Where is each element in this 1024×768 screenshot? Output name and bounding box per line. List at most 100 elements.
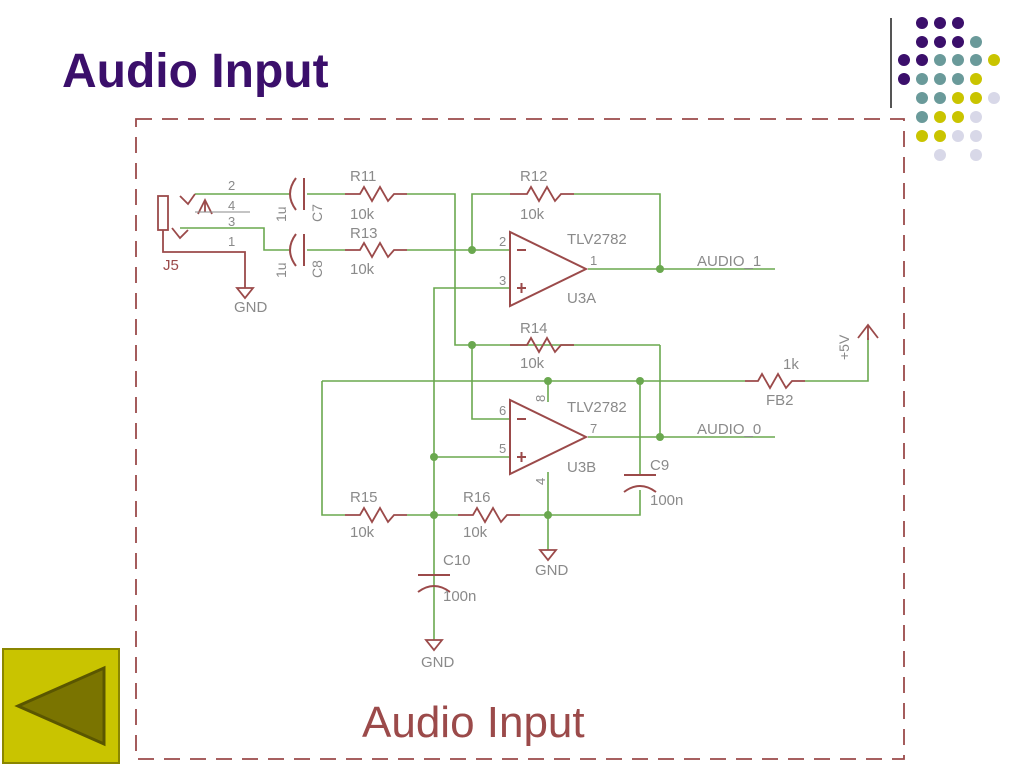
r11-value: 10k bbox=[350, 206, 375, 223]
dot bbox=[952, 73, 964, 85]
connector-j5 bbox=[157, 193, 246, 288]
dot bbox=[934, 73, 946, 85]
opamp-u3a bbox=[509, 230, 589, 308]
c8-ref: C8 bbox=[309, 260, 325, 278]
u3b-pin-out: 7 bbox=[590, 421, 597, 436]
ground-symbols bbox=[235, 287, 558, 652]
c7-ref: C7 bbox=[309, 204, 325, 222]
supply-arrow-icon bbox=[857, 323, 879, 340]
dot bbox=[934, 92, 946, 104]
c7-value: 1u bbox=[273, 206, 289, 222]
r16-value: 10k bbox=[463, 524, 488, 541]
dot bbox=[952, 130, 964, 142]
dot bbox=[970, 130, 982, 142]
fb2-value: 1k bbox=[783, 356, 799, 373]
wire bbox=[805, 338, 869, 382]
ground-icon bbox=[424, 639, 444, 652]
dot bbox=[988, 92, 1000, 104]
resistor-r11 bbox=[345, 185, 407, 203]
r15-value: 10k bbox=[350, 524, 375, 541]
jack-tip bbox=[179, 193, 196, 206]
dot bbox=[898, 73, 910, 85]
resistor-r16 bbox=[458, 506, 520, 524]
dot bbox=[916, 54, 928, 66]
junction-dot bbox=[544, 511, 552, 519]
r12-ref: R12 bbox=[520, 168, 548, 185]
dot bbox=[916, 73, 928, 85]
connector-pin: 3 bbox=[228, 214, 235, 229]
wires bbox=[180, 193, 869, 640]
opamp-u3b bbox=[509, 398, 589, 476]
wire bbox=[574, 193, 661, 269]
resistors bbox=[345, 185, 805, 524]
junction-dot bbox=[430, 511, 438, 519]
dot bbox=[934, 17, 946, 29]
resistor-r13 bbox=[345, 241, 407, 259]
connector-ref: J5 bbox=[163, 257, 179, 274]
dot bbox=[970, 92, 982, 104]
schematic-frame bbox=[135, 118, 905, 760]
dot bbox=[952, 92, 964, 104]
dot bbox=[934, 130, 946, 142]
wire bbox=[548, 490, 641, 516]
junction-dot bbox=[468, 246, 476, 254]
resistor-r14 bbox=[510, 336, 574, 354]
u3a-pin-noninv: 3 bbox=[499, 273, 506, 288]
c10-value: 100n bbox=[443, 588, 476, 605]
triangle-left-icon bbox=[14, 665, 106, 747]
dot bbox=[934, 111, 946, 123]
title-divider bbox=[890, 18, 892, 108]
jack-ring bbox=[171, 227, 189, 240]
resistor-r15 bbox=[345, 506, 407, 524]
dot bbox=[934, 36, 946, 48]
capacitor-c8 bbox=[289, 233, 305, 267]
r13-value: 10k bbox=[350, 261, 375, 278]
net-audio-0: AUDIO_0 bbox=[697, 421, 761, 438]
dot bbox=[916, 17, 928, 29]
schematic-frame-title: Audio Input bbox=[362, 698, 585, 747]
dot bbox=[970, 73, 982, 85]
r15-ref: R15 bbox=[350, 489, 378, 506]
r11-ref: R11 bbox=[350, 168, 376, 185]
ground-label: GND bbox=[234, 299, 268, 316]
dot bbox=[916, 36, 928, 48]
wire bbox=[180, 227, 290, 251]
jack-sleeve bbox=[162, 230, 246, 288]
c9-ref: C9 bbox=[650, 457, 669, 474]
dot bbox=[970, 54, 982, 66]
connector-pin: 2 bbox=[228, 178, 235, 193]
u3a-pin-inv: 2 bbox=[499, 234, 506, 249]
wire bbox=[471, 345, 510, 420]
junction-dot bbox=[430, 453, 438, 461]
jack-body bbox=[157, 195, 169, 231]
u3b-pin-inv: 6 bbox=[499, 403, 506, 418]
dot bbox=[970, 111, 982, 123]
dot bbox=[988, 54, 1000, 66]
dot bbox=[952, 36, 964, 48]
slide-title: Audio Input bbox=[62, 45, 329, 98]
u3b-pin-noninv: 5 bbox=[499, 441, 506, 456]
back-button[interactable] bbox=[2, 648, 120, 764]
ground-label: GND bbox=[421, 654, 455, 671]
junction-dot bbox=[468, 341, 476, 349]
r13-ref: R13 bbox=[350, 225, 378, 242]
supply-label: +5V bbox=[836, 334, 852, 360]
wire bbox=[407, 193, 660, 346]
ground-icon bbox=[538, 549, 558, 562]
u3a-ref: U3A bbox=[567, 290, 596, 307]
junction-dot bbox=[636, 377, 644, 385]
u3b-pin-gnd: 4 bbox=[533, 478, 548, 485]
capacitor-c9 bbox=[623, 474, 657, 493]
dot bbox=[934, 149, 946, 161]
dot bbox=[916, 130, 928, 142]
resistor-r12 bbox=[510, 185, 574, 203]
dot bbox=[970, 149, 982, 161]
r14-ref: R14 bbox=[520, 320, 548, 337]
dot bbox=[916, 111, 928, 123]
wire bbox=[433, 287, 510, 640]
connector-pin: 4 bbox=[228, 198, 235, 213]
r14-value: 10k bbox=[520, 355, 545, 372]
net-audio-1: AUDIO_1 bbox=[697, 253, 761, 270]
r16-ref: R16 bbox=[463, 489, 491, 506]
